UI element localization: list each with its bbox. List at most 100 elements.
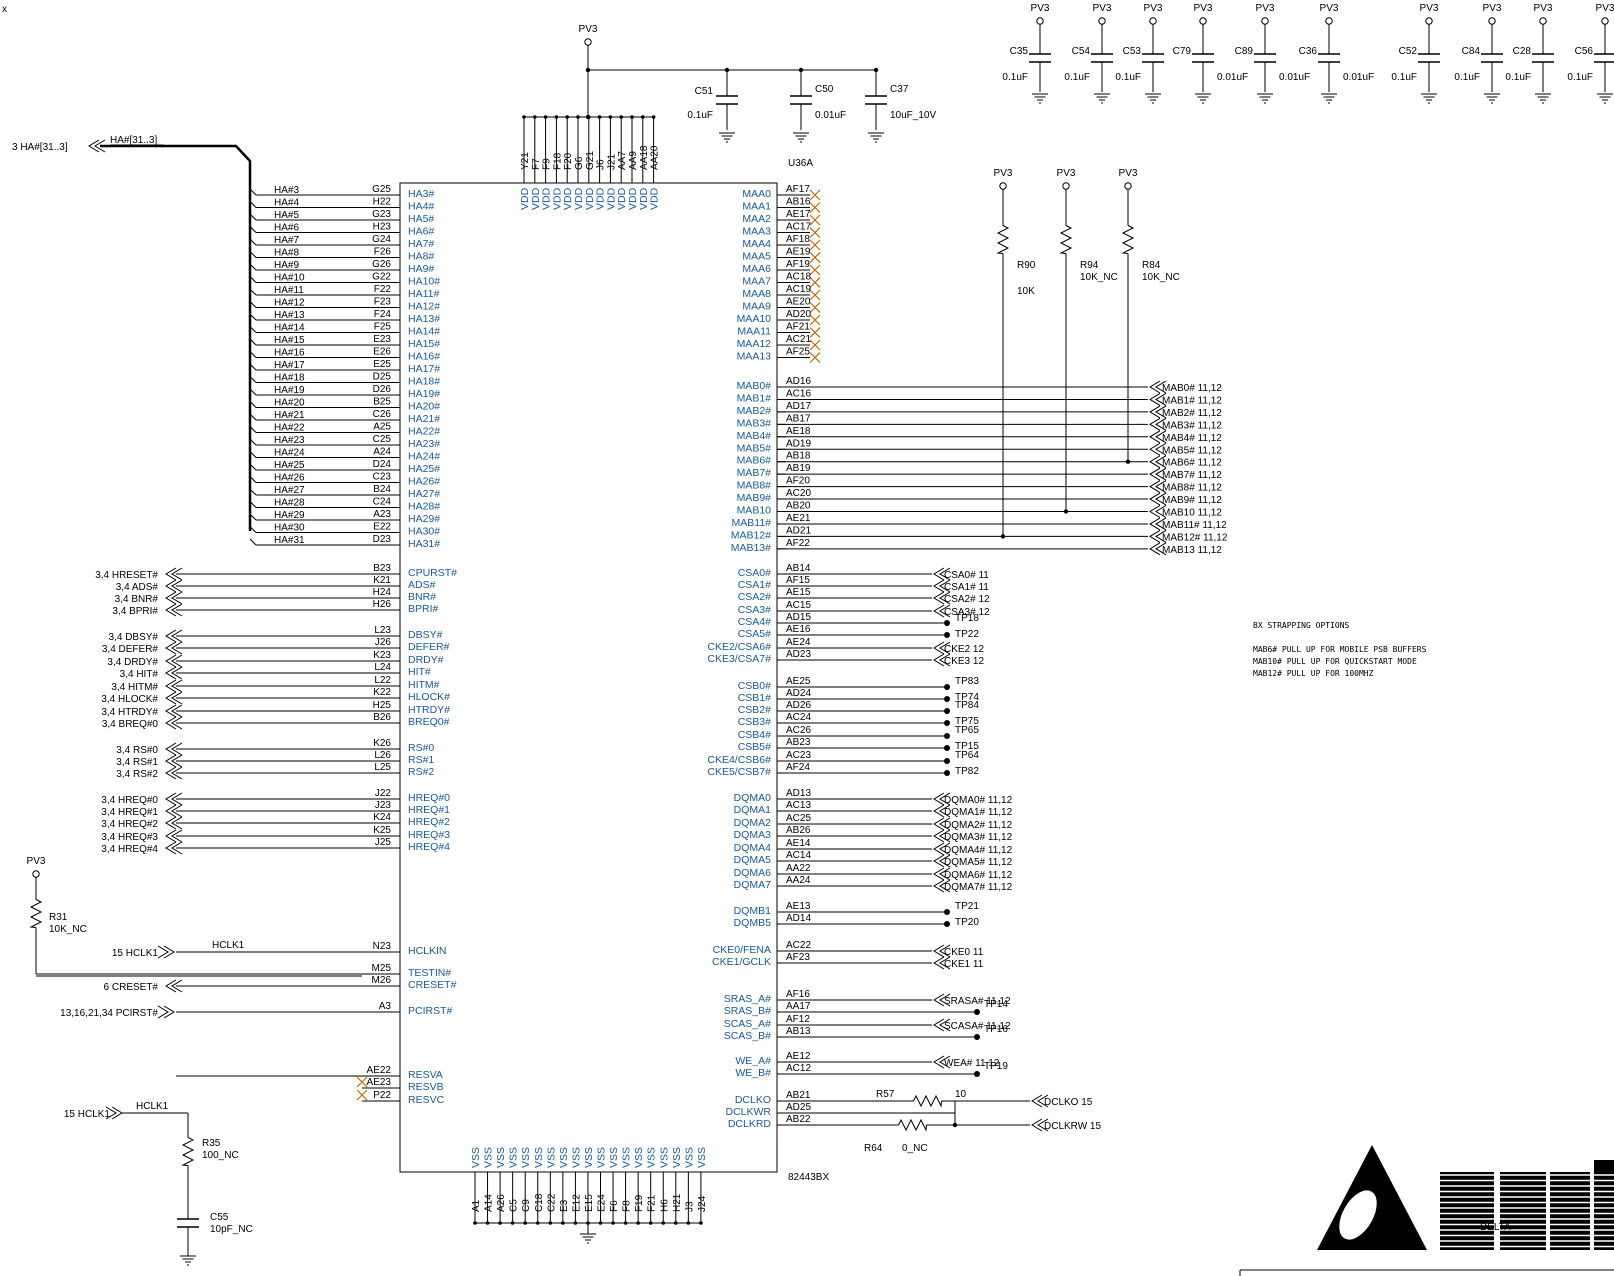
port-label: CSA2# 12: [944, 594, 990, 605]
res-value: 10K_NC: [1080, 272, 1118, 283]
resistor-icon: [913, 1094, 942, 1108]
pin-number: B26: [373, 712, 391, 723]
vss-pin-number: E24: [597, 1194, 608, 1212]
vdd-pin-name: VDD: [541, 187, 553, 210]
offpage-connector-icon: [1149, 405, 1167, 419]
vss-pin-number: J24: [697, 1195, 708, 1212]
no-connect-icon: [809, 314, 821, 326]
wire: [249, 513, 257, 521]
resistor-icon: [1059, 225, 1073, 254]
pin-number: AF17: [786, 184, 810, 195]
power-label: PV3: [1256, 3, 1275, 14]
cap-value: 0.1uF: [1454, 72, 1480, 83]
port-label: MAB3# 11,12: [1162, 420, 1222, 431]
ground-symbol: [1256, 93, 1274, 104]
pin-name: MAA3: [742, 226, 771, 238]
vss-pin-name: VSS: [508, 1147, 520, 1168]
offpage-connector-icon: [1031, 1094, 1049, 1108]
pin-name: MAB6#: [737, 455, 772, 467]
pin-name: DQMB1: [734, 905, 772, 917]
vdd-pin-name: VDD: [519, 187, 531, 210]
wire: [249, 413, 257, 421]
pin-name: HA18#: [408, 376, 440, 388]
bus-net-label: HA#14: [274, 323, 305, 334]
offpage-connector-icon: [1031, 1118, 1049, 1132]
junction-dot: [585, 67, 591, 73]
vss-pin-name: VSS: [470, 1147, 482, 1168]
junction-dot: [661, 1221, 666, 1225]
test-point-label: TP21: [955, 901, 979, 912]
pin-number: K22: [373, 687, 391, 698]
junction-dot: [523, 1221, 527, 1225]
pin-name: MAB4#: [737, 430, 772, 442]
pin-number: L22: [374, 675, 391, 686]
resistor-icon: [29, 899, 43, 928]
pin-name: HA3#: [408, 188, 434, 200]
pin-number: H22: [373, 197, 392, 208]
pin-name: CSB5#: [738, 741, 771, 753]
pin-number: AE13: [786, 901, 811, 912]
port-label: MAB13 11,12: [1162, 545, 1222, 556]
res-ref: R64: [864, 1143, 883, 1154]
pin-number: D24: [373, 459, 392, 470]
pin-number: AE25: [786, 676, 811, 687]
pin-name: MAB3#: [737, 417, 772, 429]
pin-name: RS#0: [408, 742, 434, 754]
port-label: DQMA2# 11,12: [944, 820, 1013, 831]
pin-number: AF12: [786, 1014, 810, 1025]
power-label: PV3: [1057, 168, 1076, 179]
vss-pin-number: H6: [659, 1199, 670, 1212]
vdd-pin-name: VDD: [530, 187, 542, 210]
port-label: CKE3 12: [944, 656, 984, 667]
pin-number: D26: [373, 384, 392, 395]
ground-symbol: [792, 132, 810, 143]
cap-ref: C84: [1462, 46, 1481, 57]
bus-net-label: HA#6: [274, 223, 299, 234]
net-label: HCLK1: [136, 1101, 169, 1112]
bus-net-label: HA#28: [274, 498, 305, 509]
pin-number: E26: [373, 347, 391, 358]
pin-name: HA10#: [408, 276, 440, 288]
pin-name: HA12#: [408, 301, 440, 313]
pin-name: PCIRST#: [408, 1005, 453, 1017]
bus-net-label: HA#10: [274, 273, 305, 284]
bus-net-label: HA#26: [274, 473, 305, 484]
vdd-pin-name: VDD: [638, 187, 650, 210]
offpage-connector-icon: [165, 742, 183, 756]
corner-mark: x: [2, 4, 7, 15]
pin-name: HA29#: [408, 513, 440, 525]
pin-name: HA13#: [408, 313, 440, 325]
vss-pin-number: E15: [584, 1194, 595, 1212]
port-label: MAB11# 11,12: [1162, 520, 1227, 531]
pin-name: DCLKWR: [725, 1106, 771, 1118]
pin-number: AF24: [786, 762, 810, 773]
pin-number: AA22: [786, 863, 811, 874]
pin-name: HREQ#0: [408, 792, 450, 804]
pin-name: CKE2/CSA6#: [707, 641, 771, 653]
bus-net-label: HA#7: [274, 235, 299, 246]
power-pv3-icon: [1601, 17, 1609, 25]
bus-net-label: HA#29: [274, 510, 305, 521]
pin-name: CSA4#: [738, 616, 771, 628]
pin-number: AD16: [786, 376, 811, 387]
test-point-label: TP22: [955, 629, 979, 640]
pin-number: AD17: [786, 401, 811, 412]
ground-symbol: [1420, 93, 1438, 104]
port-label: CSA1# 11: [944, 582, 989, 593]
vss-pin-name: VSS: [483, 1147, 495, 1168]
cap-value: 0.1uF: [1505, 72, 1531, 83]
wire: [249, 251, 257, 258]
test-point-icon: [944, 909, 950, 915]
port-label: MAB8# 11,12: [1162, 483, 1222, 494]
port-label: 3,4 BNR#: [115, 594, 159, 605]
pin-name: HA16#: [408, 351, 440, 363]
no-connect-icon: [809, 277, 821, 288]
pin-name: HA25#: [408, 463, 440, 475]
vdd-pin-name: VDD: [551, 187, 563, 210]
pin-number: AF22: [786, 538, 810, 549]
cap-value: 0.01uF: [1343, 72, 1374, 83]
offpage-connector-icon: [933, 817, 951, 831]
test-point-icon: [944, 745, 950, 751]
port-label: 3,4 HREQ#1: [101, 807, 158, 818]
